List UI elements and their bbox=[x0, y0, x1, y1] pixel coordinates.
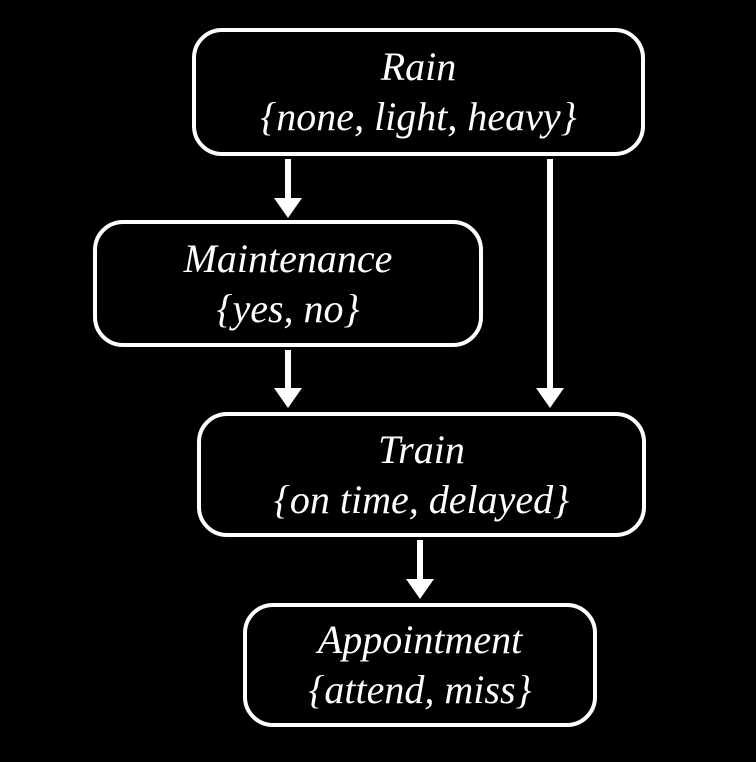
edge-train-to-appointment-arrow bbox=[406, 540, 434, 599]
node-rain-values: {none, light, heavy} bbox=[260, 94, 577, 139]
node-appointment-values: {attend, miss} bbox=[308, 667, 532, 712]
node-train: Train {on time, delayed} bbox=[197, 412, 646, 537]
node-rain-label: Rain bbox=[380, 44, 457, 89]
node-maintenance: Maintenance {yes, no} bbox=[93, 220, 483, 347]
edge-rain-to-maintenance-arrow bbox=[274, 159, 302, 218]
node-appointment-label: Appointment bbox=[317, 617, 523, 662]
edge-rain-to-train-arrow bbox=[536, 159, 564, 408]
node-train-label: Train bbox=[378, 426, 465, 472]
node-train-values: {on time, delayed} bbox=[273, 476, 570, 522]
edge-maintenance-to-train-arrow bbox=[274, 350, 302, 408]
node-rain: Rain {none, light, heavy} bbox=[192, 28, 645, 156]
node-maintenance-label: Maintenance bbox=[183, 235, 393, 281]
node-maintenance-values: {yes, no} bbox=[216, 285, 360, 331]
node-appointment: Appointment {attend, miss} bbox=[243, 603, 597, 727]
